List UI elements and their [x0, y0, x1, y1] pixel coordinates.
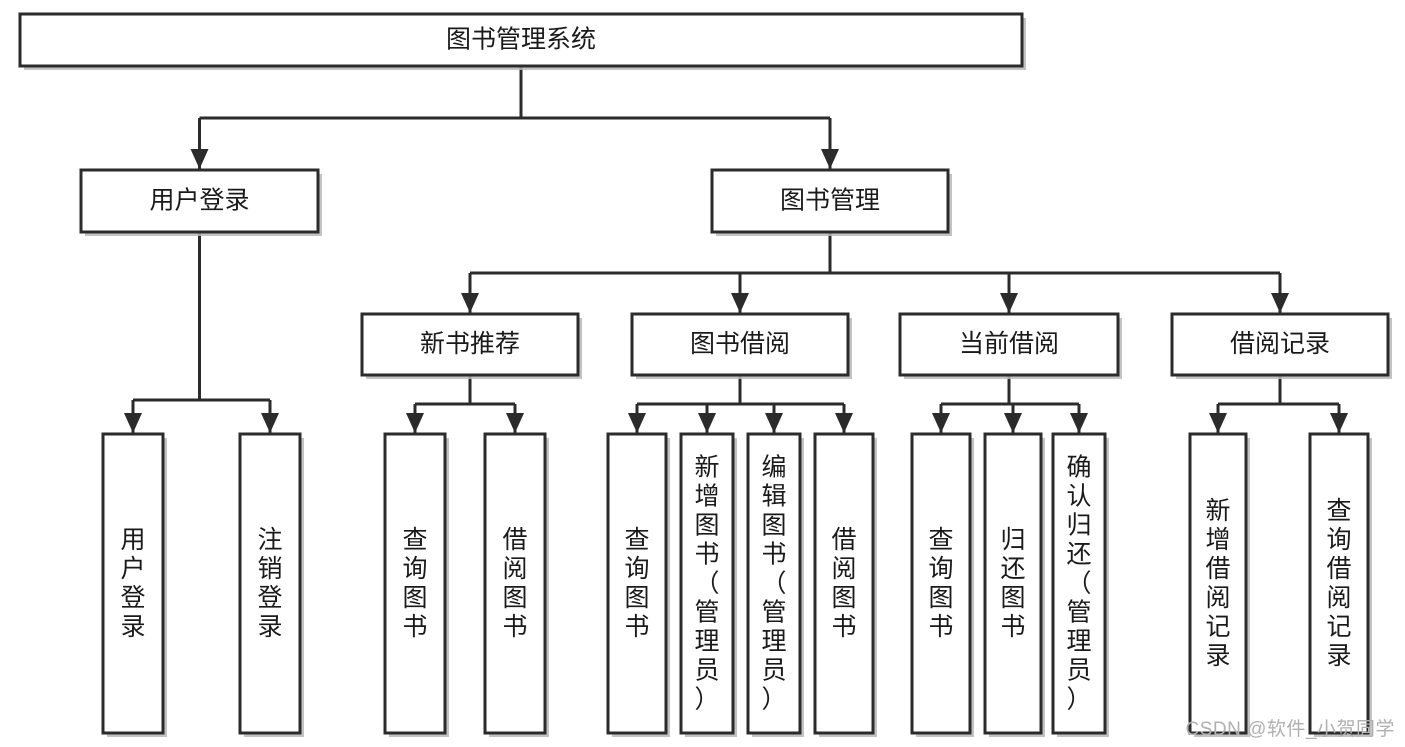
node-label: 注销登录 [257, 526, 282, 641]
node-box[interactable] [101, 432, 165, 735]
arrow-head [124, 413, 142, 433]
node-label: 借阅记录 [1230, 330, 1330, 358]
node-leaf-query-book-current[interactable]: 查询图书 [910, 432, 974, 737]
arrow-head [1000, 293, 1018, 313]
nodes-layer: 图书管理系统用户登录图书管理新书推荐图书借阅当前借阅借阅记录用户登录注销登录查询… [18, 12, 1392, 737]
node-box[interactable] [746, 432, 802, 735]
node-box[interactable] [1188, 432, 1248, 735]
arrow-head [261, 413, 279, 433]
node-label: 查询借阅记录 [1326, 497, 1351, 670]
node-label: 用户登录 [120, 526, 145, 641]
node-leaf-query-book-recommend[interactable]: 查询图书 [383, 432, 449, 737]
node-book-borrow[interactable]: 图书借阅 [630, 312, 852, 379]
node-box[interactable] [679, 432, 735, 735]
arrow-head [1271, 293, 1289, 313]
node-box[interactable] [383, 432, 447, 735]
node-box[interactable] [710, 168, 950, 234]
node-leaf-edit-book-admin[interactable]: 编辑图书（管理员） [746, 432, 804, 737]
node-new-book-recommend[interactable]: 新书推荐 [360, 312, 582, 379]
node-label: 图书借阅 [690, 330, 790, 358]
node-label: 新书推荐 [420, 330, 520, 358]
arrow-head [1004, 413, 1022, 433]
arrow-head [461, 293, 479, 313]
arrow-head [835, 413, 853, 433]
node-user-login[interactable]: 用户登录 [79, 168, 322, 236]
node-box[interactable] [360, 312, 580, 377]
node-box[interactable] [1170, 312, 1390, 377]
node-label: 图书管理系统 [446, 26, 596, 54]
node-label: 新增图书（管理员） [694, 454, 719, 714]
node-label: 查询图书 [928, 526, 953, 641]
node-label: 编辑图书（管理员） [761, 454, 786, 714]
node-current-borrow[interactable]: 当前借阅 [898, 312, 1122, 379]
arrow-head [628, 413, 646, 433]
node-label: 新增借阅记录 [1205, 497, 1230, 670]
arrow-head [698, 413, 716, 433]
node-leaf-confirm-return-admin[interactable]: 确认归还（管理员） [1051, 432, 1109, 737]
node-box[interactable] [483, 432, 547, 735]
arrow-head [1330, 413, 1348, 433]
node-label: 归还图书 [1000, 526, 1025, 641]
node-leaf-add-borrow-record[interactable]: 新增借阅记录 [1188, 432, 1250, 737]
node-box[interactable] [1308, 432, 1370, 735]
node-label: 图书管理 [780, 187, 880, 215]
arrow-head [406, 413, 424, 433]
arrow-head [190, 149, 209, 169]
node-box[interactable] [983, 432, 1043, 735]
node-label: 借阅图书 [502, 526, 527, 641]
node-box[interactable] [18, 12, 1024, 68]
node-leaf-borrow-book[interactable]: 借阅图书 [813, 432, 877, 737]
arrow-head [765, 413, 783, 433]
node-leaf-user-login[interactable]: 用户登录 [101, 432, 167, 737]
arrow-head [731, 293, 749, 313]
node-box[interactable] [898, 312, 1120, 377]
node-leaf-add-book-admin[interactable]: 新增图书（管理员） [679, 432, 737, 737]
node-box[interactable] [910, 432, 972, 735]
node-book-manage[interactable]: 图书管理 [710, 168, 952, 236]
arrow-head [932, 413, 950, 433]
node-label: 查询图书 [624, 526, 649, 641]
node-label: 查询图书 [402, 526, 427, 641]
node-leaf-borrow-book-recommend[interactable]: 借阅图书 [483, 432, 549, 737]
node-label: 当前借阅 [959, 330, 1059, 358]
connectors-layer [124, 66, 1348, 433]
node-box[interactable] [1051, 432, 1107, 735]
node-borrow-record[interactable]: 借阅记录 [1170, 312, 1392, 379]
arrow-head [506, 413, 524, 433]
arrow-head [1209, 413, 1227, 433]
node-box[interactable] [813, 432, 875, 735]
node-leaf-query-book-borrow[interactable]: 查询图书 [606, 432, 670, 737]
node-box[interactable] [79, 168, 320, 234]
node-label: 确认归还（管理员） [1066, 454, 1091, 714]
node-label: 借阅图书 [831, 526, 856, 641]
node-box[interactable] [238, 432, 302, 735]
node-root[interactable]: 图书管理系统 [18, 12, 1026, 70]
node-leaf-return-book[interactable]: 归还图书 [983, 432, 1045, 737]
arrow-head [821, 149, 839, 169]
node-box[interactable] [630, 312, 850, 377]
node-leaf-query-borrow-record[interactable]: 查询借阅记录 [1308, 432, 1372, 737]
node-leaf-logout[interactable]: 注销登录 [238, 432, 304, 737]
node-box[interactable] [606, 432, 668, 735]
node-label: 用户登录 [149, 187, 249, 215]
arrow-head [1070, 413, 1088, 433]
